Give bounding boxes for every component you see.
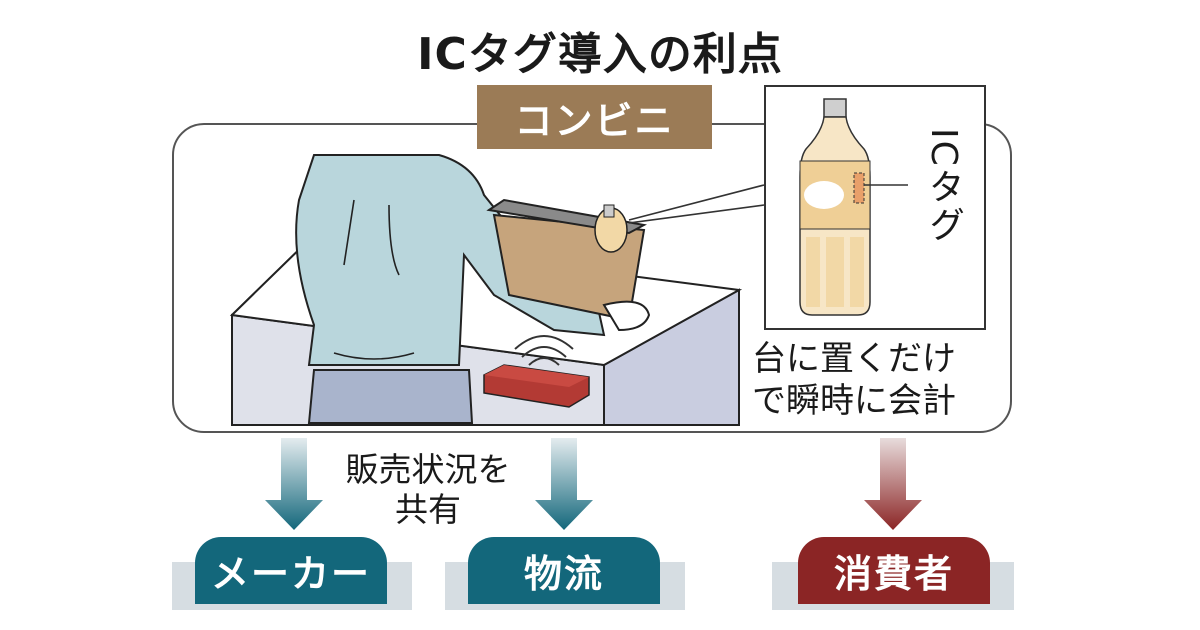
destination-maker: メーカー — [195, 537, 387, 604]
ic-tag-chip — [853, 172, 865, 204]
arrow-down-icon — [265, 438, 323, 530]
customer-figure — [295, 154, 606, 424]
share-sales-label: 販売状況を 共有 — [318, 450, 538, 530]
ic-tag-label: ICタグ — [923, 128, 964, 244]
pet-bottle-icon — [799, 98, 908, 316]
ic-reader-pad — [483, 335, 590, 408]
store-label: コンビニ — [477, 85, 712, 149]
wireless-signal-icon — [528, 357, 560, 366]
checkout-scene-illustration — [229, 154, 765, 426]
destination-logistics: 物流 — [468, 537, 660, 604]
destination-consumer: 消費者 — [798, 537, 990, 604]
caption-line-2: で瞬時に会計 — [752, 381, 956, 421]
checkout-caption: 台に置くだけ で瞬時に会計 — [752, 338, 1002, 422]
arrow-down-icon — [864, 438, 922, 530]
diagram-title: ICタグ導入の利点 — [417, 29, 783, 80]
share-label-line-2: 共有 — [395, 490, 461, 529]
bottle-detail-box — [764, 85, 986, 330]
shopping-basket — [486, 198, 651, 332]
arrow-down-icon — [535, 438, 593, 530]
share-label-line-1: 販売状況を — [345, 450, 511, 489]
caption-line-1: 台に置くだけ — [752, 339, 956, 379]
